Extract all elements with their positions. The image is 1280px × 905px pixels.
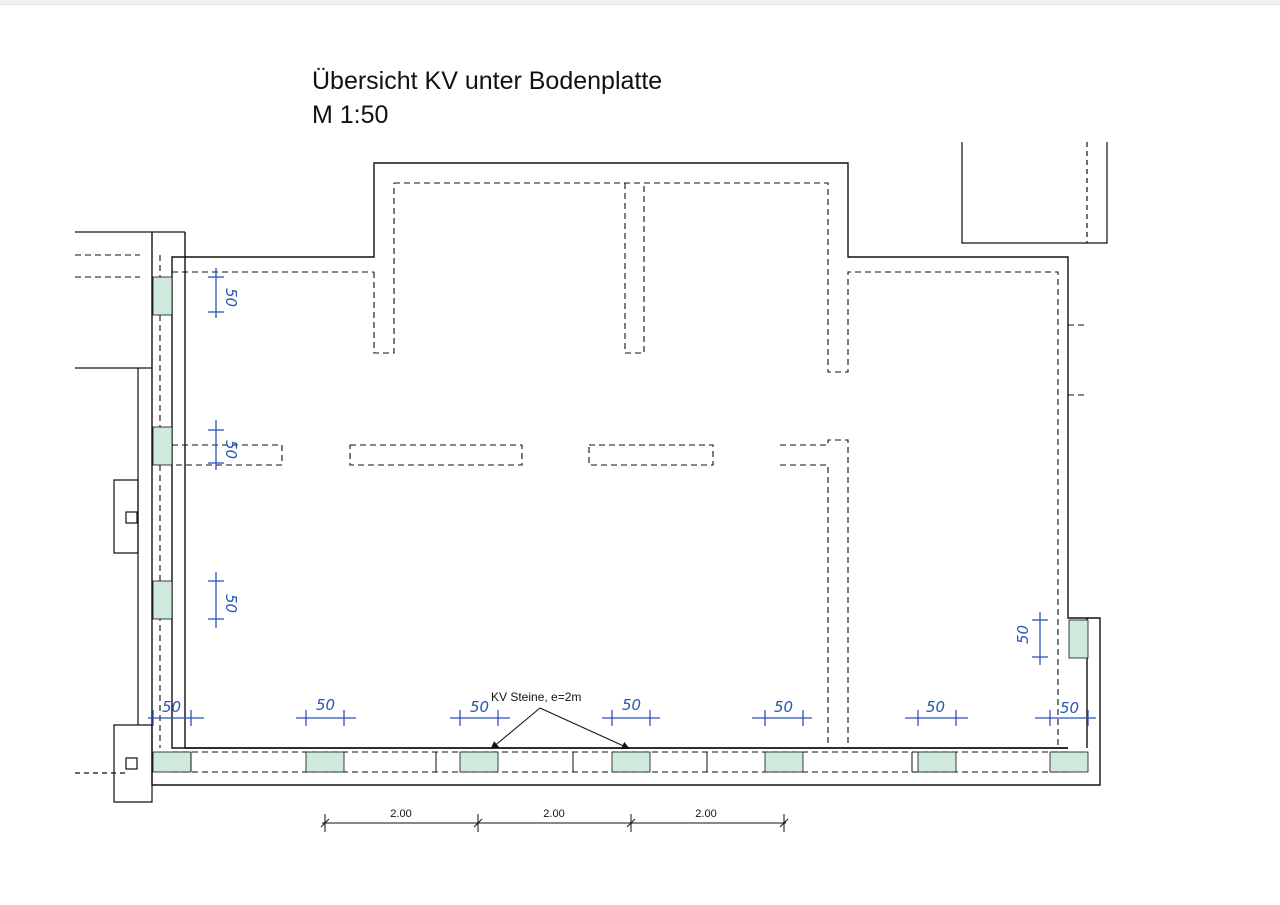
- kv-stone: [459, 751, 499, 773]
- kv-callout: KV Steine, e=2m: [490, 690, 630, 750]
- outer-wall: [151, 162, 1101, 786]
- handwritten-bottom-4: 50: [622, 696, 641, 714]
- kv-stone: [1049, 751, 1089, 773]
- handwritten-labels: 50 50 50 50 50 50 50 50 50 50 50: [162, 288, 1079, 717]
- handwritten-left-2: 50: [222, 440, 240, 459]
- handwritten-bottom-5: 50: [774, 698, 793, 716]
- kv-stone: [152, 276, 173, 316]
- drawing-title: Übersicht KV unter Bodenplatte: [312, 67, 663, 95]
- kv-callout-label: KV Steine, e=2m: [491, 690, 581, 704]
- foundation-outline-dashed: [75, 182, 1087, 773]
- kv-stone: [1068, 619, 1089, 659]
- kv-stones: [152, 276, 1089, 773]
- left-adjacent-wall: [75, 231, 185, 803]
- kv-stone: [917, 751, 957, 773]
- handwritten-bottom-3: 50: [470, 698, 489, 716]
- handwritten-left-3: 50: [222, 594, 240, 613]
- kv-stone: [152, 751, 192, 773]
- scan-top-edge: [0, 0, 1280, 5]
- kv-stone: [764, 751, 804, 773]
- handwritten-bottom-1: 50: [162, 698, 181, 716]
- handwritten-bottom-2: 50: [316, 696, 335, 714]
- dimension-chain: [320, 814, 789, 832]
- dimension-label: 2.00: [695, 808, 716, 820]
- drawing-scale: M 1:50: [312, 101, 389, 129]
- handwritten-bottom-7: 50: [1060, 699, 1079, 717]
- kv-stone: [152, 580, 173, 620]
- dimension-label: 2.00: [543, 808, 564, 820]
- dimension-labels: 2.00 2.00 2.00: [390, 808, 716, 820]
- handwritten-bottom-6: 50: [926, 698, 945, 716]
- top-right-structure: [961, 142, 1108, 244]
- kv-stone: [611, 751, 651, 773]
- handwritten-right-1: 50: [1014, 625, 1032, 644]
- dimension-label: 2.00: [390, 808, 411, 820]
- title-block: Übersicht KV unter Bodenplatte M 1:50: [312, 64, 662, 132]
- wall-joints: [190, 752, 913, 772]
- kv-stone: [305, 751, 345, 773]
- handwritten-left-1: 50: [222, 288, 240, 307]
- kv-stone: [152, 426, 173, 466]
- handwritten-dimensions: [148, 268, 1096, 726]
